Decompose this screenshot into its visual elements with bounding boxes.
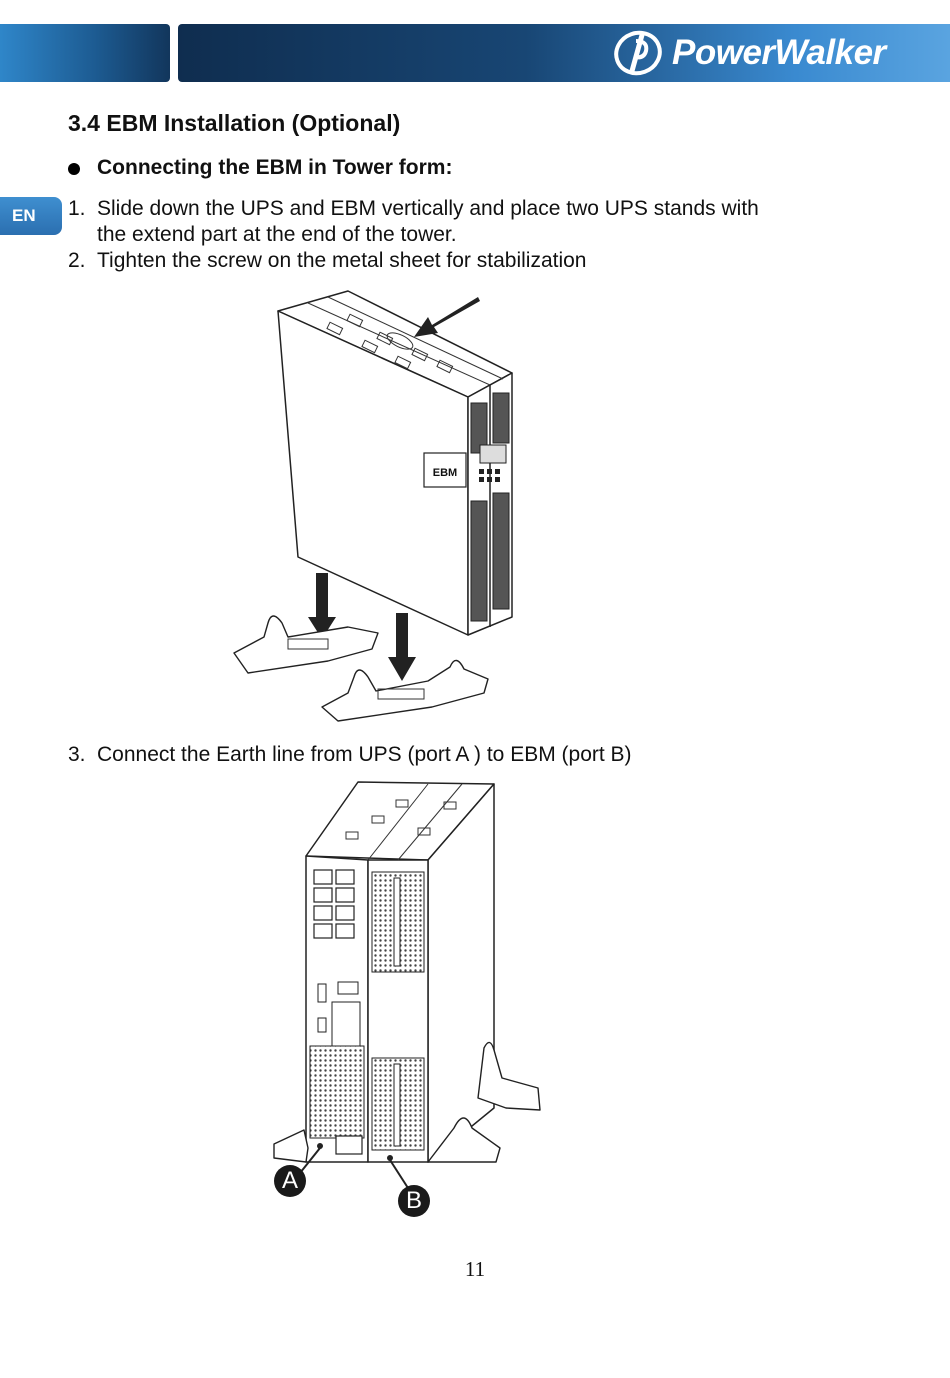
earth-connection-illustration (273, 781, 541, 1189)
step-text-line: Slide down the UPS and EBM vertically an… (97, 197, 759, 220)
bullet-text: Connecting the EBM in Tower form: (97, 156, 453, 179)
brand-logo: PowerWalker (612, 28, 942, 78)
ebm-front-label: EBM (433, 467, 457, 479)
step-number: 1. (68, 197, 86, 220)
step-text-line: Tighten the screw on the metal sheet for… (97, 249, 587, 272)
bullet-dot-icon (68, 162, 80, 175)
step-number: 3. (68, 743, 86, 766)
header-banner-right (178, 24, 950, 82)
bullet-heading: Connecting the EBM in Tower form: (68, 156, 452, 180)
port-b-callout: B (398, 1185, 430, 1217)
step-text-line: the extend part at the end of the tower. (97, 223, 457, 246)
step-text-line: Connect the Earth line from UPS (port A … (97, 743, 632, 766)
port-a-callout: A (274, 1165, 306, 1197)
step-number: 2. (68, 249, 86, 272)
brand-name: PowerWalker (672, 33, 886, 72)
section-title: 3.4 EBM Installation (Optional) (68, 110, 401, 136)
language-tab[interactable]: EN (0, 197, 62, 235)
tower-installation-illustration: EBM (233, 290, 513, 722)
header-banner-left (0, 24, 170, 82)
powerwalker-logo-icon (614, 30, 662, 76)
page-number: 11 (464, 1257, 486, 1281)
